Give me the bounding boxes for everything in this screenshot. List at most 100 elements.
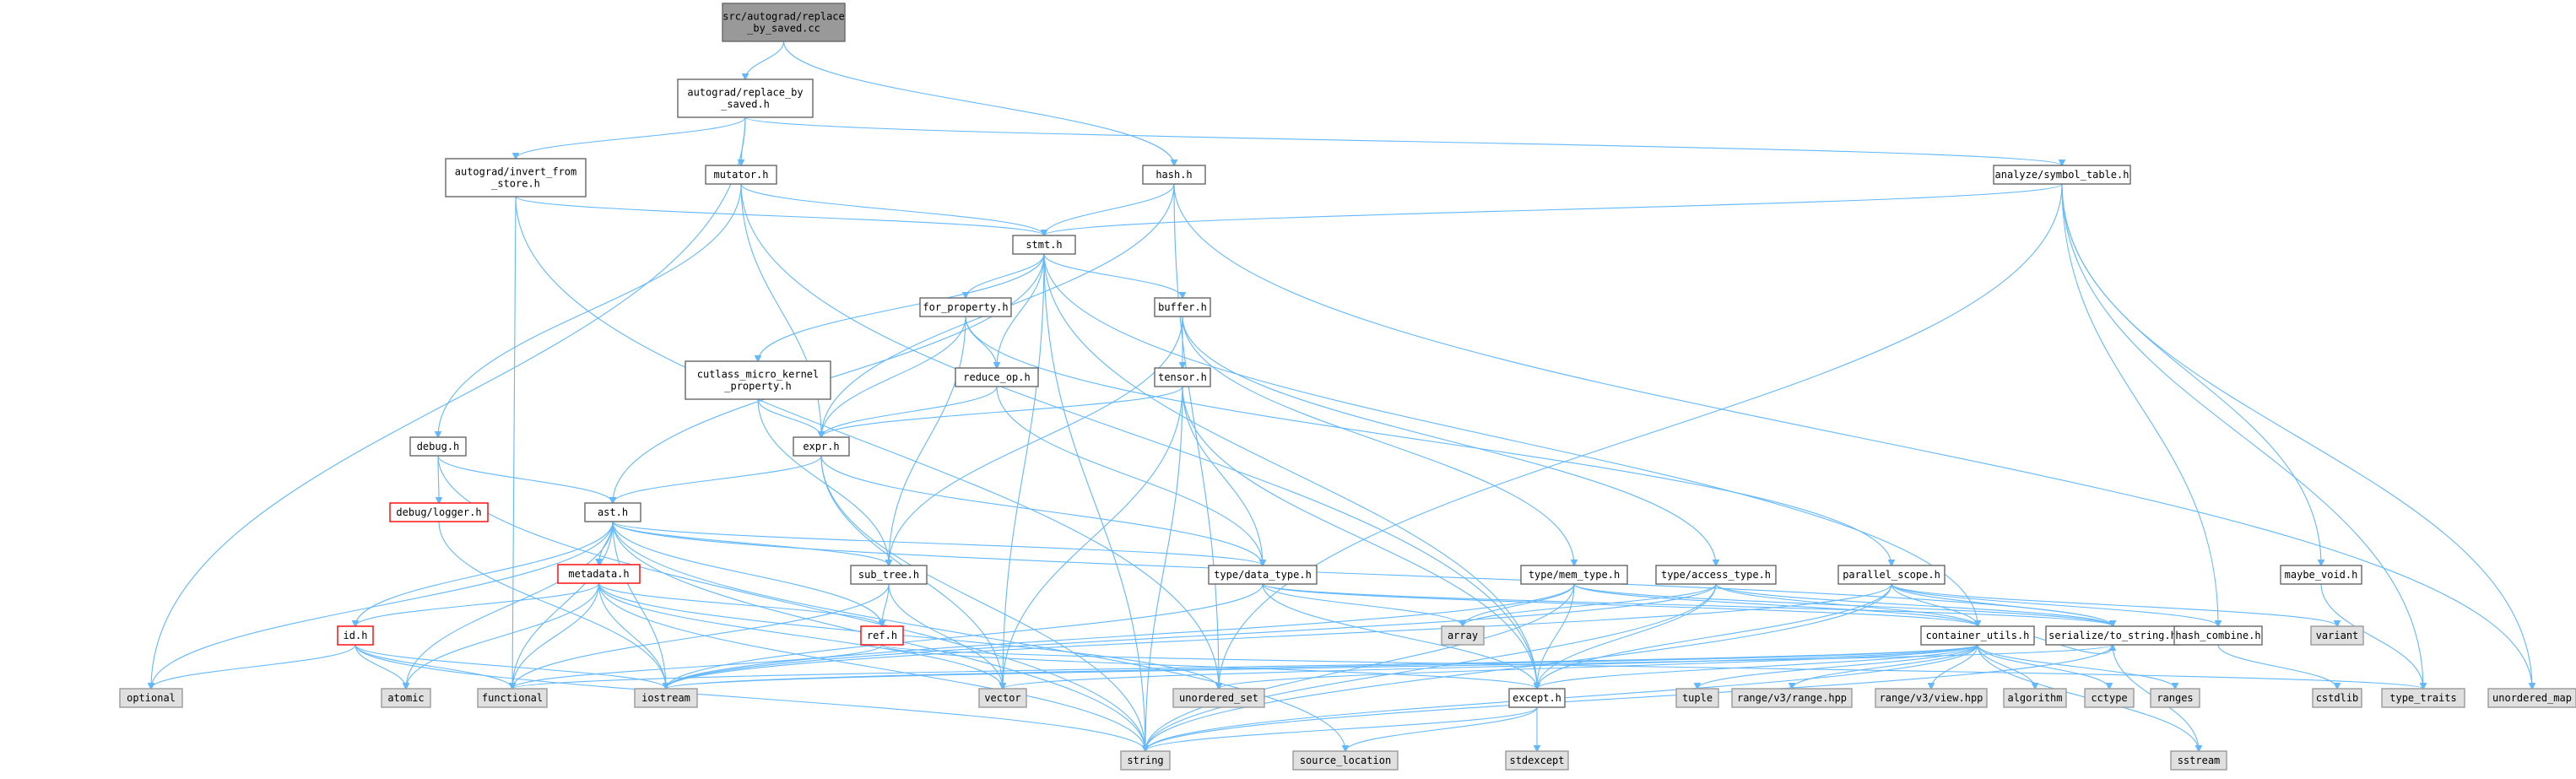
file-node-analyze-symbol-table-h[interactable]: analyze/symbol_table.h	[1993, 165, 2131, 185]
file-node-type-traits: type_traits	[2381, 688, 2465, 708]
file-node-cstdlib: cstdlib	[2312, 688, 2362, 708]
dependency-edge-metadata-to-vector	[598, 582, 1004, 689]
dependency-edge-except-to-source_location	[1345, 706, 1538, 751]
dependency-edge-replace_h-to-invert	[516, 116, 746, 159]
dependency-edge-idh-to-functional	[354, 644, 512, 689]
file-node-debug-h[interactable]: debug.h	[409, 436, 467, 457]
file-node-label: type/data_type.h	[1214, 569, 1312, 581]
file-node-buffer-h[interactable]: buffer.h	[1154, 297, 1211, 317]
file-node-box	[793, 436, 850, 457]
file-node-src-autograd-replace-by-saved-cc[interactable]: src/autograd/replace_by_saved.cc	[722, 3, 846, 42]
file-node-iostream: iostream	[634, 688, 698, 708]
dependency-edge-refh-to-except	[881, 644, 1537, 689]
file-node-functional: functional	[477, 688, 548, 708]
dependency-edge-ast-to-source_location	[612, 521, 1345, 751]
file-node-autograd-invert-from-store-h[interactable]: autograd/invert_from_store.h	[445, 158, 587, 197]
dependency-edge-for_prop-to-reduce	[965, 316, 997, 368]
dependency-edge-stmt-to-cutlass	[758, 253, 1045, 361]
dependency-edge-container-to-iostream	[666, 644, 1978, 689]
dependency-edge-access-to-iostream	[666, 583, 1717, 689]
file-node-ast-h[interactable]: ast.h	[584, 502, 641, 522]
file-node-label: _saved.h	[721, 99, 770, 111]
dependency-edge-ast-to-atomic	[406, 521, 614, 689]
file-node-cutlass-micro-kernel-property-h[interactable]: cutlass_micro_kernel_property.h	[685, 360, 831, 400]
file-node-debug-logger-h[interactable]: debug/logger.h	[389, 502, 489, 522]
file-node-box	[409, 436, 467, 457]
dependency-edge-stmt-to-string	[1043, 253, 1145, 751]
file-node-label: serialize/to_string.h	[2048, 630, 2177, 641]
file-node-label: stmt.h	[1026, 239, 1062, 251]
file-node-autograd-replace-by-saved-h[interactable]: autograd/replace_by_saved.h	[677, 78, 814, 118]
file-node-type-mem-type-h[interactable]: type/mem_type.h	[1520, 565, 1628, 585]
file-node-box	[2280, 565, 2362, 585]
file-node-mutator-h[interactable]: mutator.h	[705, 165, 777, 185]
dependency-edge-idh-to-string	[354, 644, 1145, 751]
file-node-label: except.h	[1513, 692, 1561, 704]
file-node-label: autograd/replace_by	[687, 87, 803, 99]
file-node-label: range/v3/view.hpp	[1880, 692, 1983, 704]
file-node-parallel-scope-h[interactable]: parallel_scope.h	[1837, 565, 1946, 585]
dependency-edge-hashcomb-to-cstdlib	[2217, 644, 2337, 689]
dependency-edge-mutator-to-except	[740, 183, 1537, 689]
file-node-box	[1012, 235, 1076, 255]
file-node-ref-h[interactable]: ref.h	[860, 625, 904, 646]
dependency-edge-logger-to-iostream	[438, 521, 666, 689]
dependency-edge-serialize-to-iostream	[666, 644, 2113, 689]
file-node-label: metadata.h	[568, 568, 629, 580]
dependency-edge-analyze-to-unordered_map	[2061, 183, 2532, 689]
file-node-hash-h[interactable]: hash.h	[1142, 165, 1206, 185]
file-node-algorithm: algorithm	[2003, 688, 2067, 708]
file-node-tensor-h[interactable]: tensor.h	[1154, 367, 1211, 387]
file-node-label: unordered_set	[1179, 692, 1258, 704]
file-node-serialize-to-string-h[interactable]: serialize/to_string.h	[2045, 625, 2180, 646]
file-node-sub-tree-h[interactable]: sub_tree.h	[850, 565, 928, 585]
dependency-edge-invert-to-unordered_set	[515, 196, 1219, 689]
file-node-reduce-op-h[interactable]: reduce_op.h	[955, 367, 1039, 387]
file-node-label: analyze/symbol_table.h	[1995, 169, 2130, 181]
file-node-label: debug/logger.h	[396, 506, 481, 518]
file-node-box	[1675, 688, 1719, 708]
dependency-edge-mutator-to-debug	[438, 183, 742, 437]
dependency-edge-datatype-to-array	[1262, 583, 1463, 626]
file-node-label: container_utils.h	[1926, 630, 2030, 641]
file-node-stmt-h[interactable]: stmt.h	[1012, 235, 1076, 255]
file-node-type-data-type-h[interactable]: type/data_type.h	[1208, 565, 1318, 585]
file-node-box	[677, 78, 814, 118]
dependency-edge-subtree-to-functional	[512, 583, 890, 689]
dependency-edge-subtree-to-vector	[888, 583, 1003, 689]
dependency-edge-debug-to-ast	[437, 455, 613, 503]
file-node-box	[685, 360, 831, 400]
file-node-box	[119, 688, 183, 708]
file-node-range-v3-view-hpp: range/v3/view.hpp	[1875, 688, 1988, 708]
dependency-edge-analyze-to-hashcomb	[2061, 183, 2218, 626]
file-node-maybe-void-h[interactable]: maybe_void.h	[2280, 565, 2362, 585]
file-node-hash-combine-h[interactable]: hash_combine.h	[2173, 625, 2263, 646]
file-node-label: string	[1127, 755, 1163, 766]
file-node-label: ast.h	[598, 506, 628, 518]
dependency-edge-parallel-to-string	[1145, 583, 1892, 751]
file-node-metadata-h[interactable]: metadata.h	[557, 564, 641, 584]
file-node-except-h[interactable]: except.h	[1508, 688, 1566, 708]
file-node-label: debug.h	[417, 441, 460, 452]
dependency-edge-parallel-to-except	[1537, 583, 1892, 689]
dependency-edge-metadata-to-string	[598, 582, 1146, 751]
dependency-edge-cutlass-to-subtree	[757, 398, 889, 565]
file-node-container-utils-h[interactable]: container_utils.h	[1920, 625, 2035, 646]
file-node-id-h[interactable]: id.h	[337, 625, 374, 646]
dependency-edge-memtype-to-array	[1463, 583, 1575, 626]
file-node-box	[2312, 688, 2362, 708]
file-node-box	[955, 367, 1039, 387]
dependency-edge-ast-to-subtree	[612, 521, 889, 565]
file-node-label: expr.h	[803, 441, 839, 452]
dependency-edge-ast-to-optional	[151, 521, 614, 689]
file-node-label: array	[1448, 630, 1478, 641]
file-node-sstream: sstream	[2170, 750, 2227, 771]
file-node-box	[1154, 297, 1211, 317]
file-node-expr-h[interactable]: expr.h	[793, 436, 850, 457]
file-node-for-property-h[interactable]: for_property.h	[919, 297, 1012, 317]
dependency-edge-ast-to-refh	[612, 521, 882, 626]
dependency-edge-mutator-to-stmt	[740, 183, 1044, 235]
file-node-type-access-type-h[interactable]: type/access_type.h	[1655, 565, 1777, 585]
dependency-edge-datatype-to-serialize	[1262, 583, 2113, 626]
dependency-edge-tensor-to-datatype	[1182, 386, 1263, 565]
